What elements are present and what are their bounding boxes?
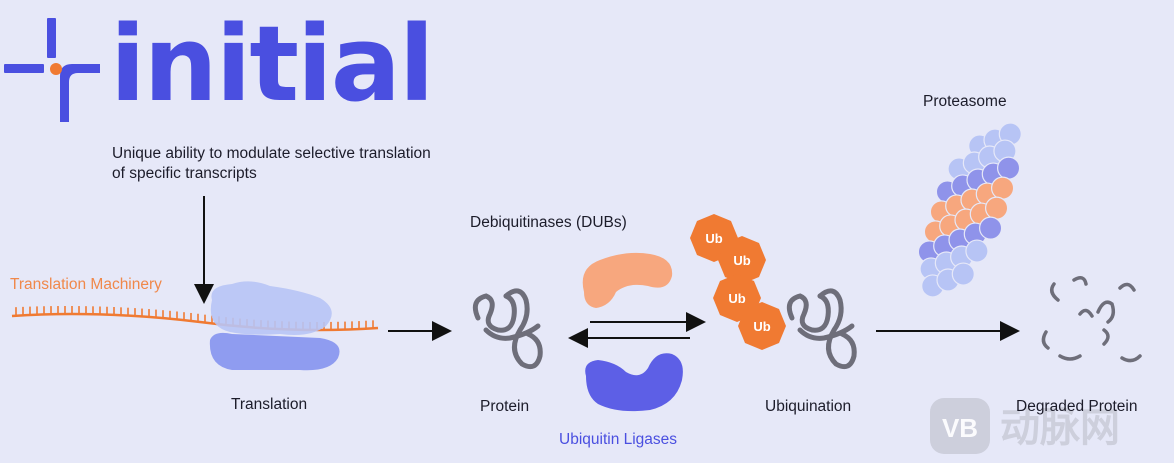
ubiquitinated-protein-icon	[786, 288, 857, 370]
ubiquination-label: Ubiquination	[765, 398, 852, 415]
ub-tag: Ub	[718, 236, 766, 284]
proteasome-subunit	[951, 262, 975, 286]
proteasome-subunit	[984, 196, 1009, 220]
ubiquitin-ligases-label: Ubiquitin Ligases	[559, 431, 678, 448]
ribosome	[209, 281, 340, 371]
logo-wordmark: initial	[110, 3, 435, 125]
protein-icon	[472, 288, 543, 370]
watermark: VB 动脉网	[930, 398, 1120, 454]
svg-text:Ub: Ub	[753, 319, 770, 334]
debiquitinases-label: Debiquitinases (DUBs)	[470, 214, 627, 231]
svg-text:Ub: Ub	[728, 291, 745, 306]
dub-enzyme	[582, 252, 673, 308]
svg-text:Ub: Ub	[705, 231, 722, 246]
modulation-note: Unique ability to modulate selective tra…	[112, 145, 431, 182]
proteasome	[917, 122, 1022, 298]
ub-tag: Ub	[738, 302, 786, 350]
ligase-enzyme	[585, 353, 683, 412]
protein-label: Protein	[480, 398, 530, 415]
degraded-protein-icon	[1041, 276, 1142, 363]
degraded-protein-label: Degraded Protein	[1016, 398, 1138, 415]
svg-text:Ub: Ub	[733, 253, 750, 268]
logo-cross-icon	[4, 18, 100, 122]
proteasome-subunit	[965, 239, 989, 263]
proteasome-subunit	[990, 176, 1015, 200]
svg-text:VB: VB	[942, 413, 978, 443]
translation-machinery-label: Translation Machinery	[10, 276, 162, 293]
proteasome-label: Proteasome	[923, 93, 1007, 110]
svg-text:动脉网: 动脉网	[1000, 406, 1120, 450]
proteasome-subunit	[978, 216, 1003, 240]
translation-label: Translation	[231, 396, 308, 413]
proteasome-subunit	[996, 156, 1021, 180]
